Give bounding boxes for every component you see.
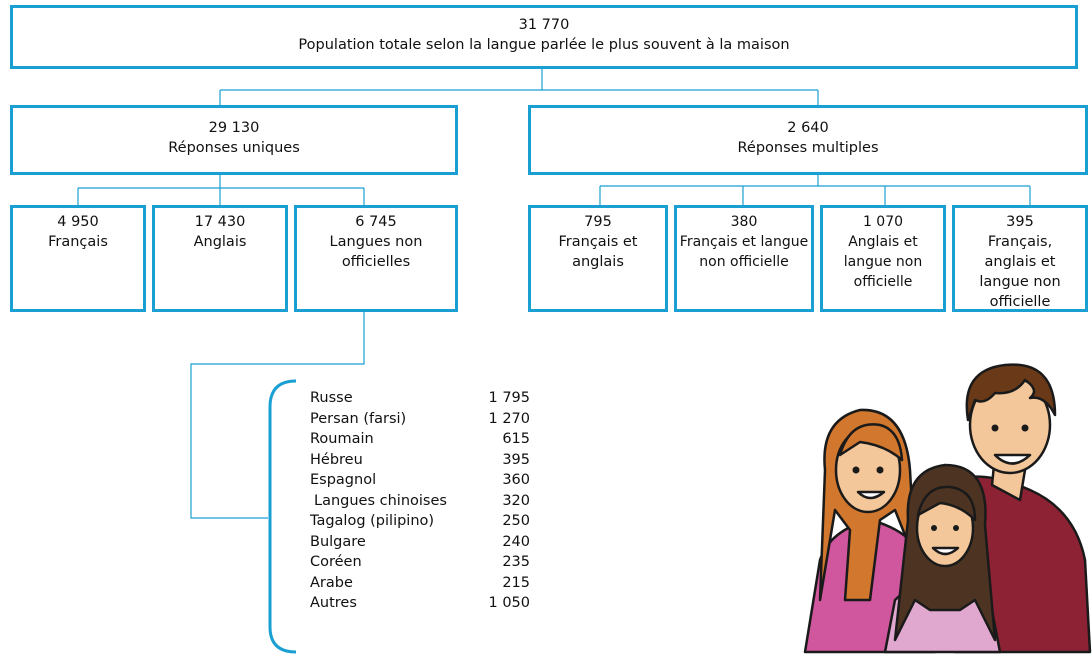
single-item-francais: 4 950 Français — [10, 205, 146, 312]
list-item: Langues chinoises 320 — [310, 491, 530, 512]
language-name: Espagnol — [310, 472, 377, 488]
multiple-value: 2 640 — [787, 120, 829, 136]
language-value: 1 795 — [488, 390, 530, 406]
single-label: Réponses uniques — [168, 140, 300, 156]
single-responses-box: 29 130 Réponses uniques — [10, 105, 458, 175]
single-item-anglais: 17 430 Anglais — [152, 205, 288, 312]
language-name: Bulgare — [310, 533, 366, 550]
multiple-item-francais-anglais-langue-non-officielle: 395 Français, anglais et langue non offi… — [952, 205, 1088, 312]
single-item-label: Langues non officielles — [329, 234, 423, 270]
multiple-item-francais-anglais: 795 Français et anglais — [528, 205, 668, 312]
language-name: Roumain — [310, 431, 374, 447]
language-value: 395 — [502, 451, 530, 468]
total-value: 31 770 — [518, 17, 570, 33]
list-item: Tagalog (pilipino) 250 — [310, 511, 530, 532]
total-box: 31 770 Population totale selon la langue… — [10, 5, 1078, 69]
list-item: Autres 1 050 — [310, 593, 530, 614]
language-value: 1 270 — [488, 410, 530, 427]
single-value: 29 130 — [208, 120, 260, 136]
single-item-langues-non-officielles: 6 745 Langues non officielles — [294, 205, 458, 312]
language-value: 235 — [502, 554, 530, 570]
multiple-item-value: 395 — [1006, 214, 1034, 230]
multiple-item-label: Français et langue non officielle — [679, 234, 809, 270]
multiple-item-value: 795 — [584, 214, 612, 230]
language-name: Persan (farsi) — [310, 410, 407, 427]
language-value: 320 — [502, 492, 530, 509]
language-list: Russe 1 795 Persan (farsi) 1 270 Roumain 61… — [310, 388, 530, 614]
multiple-item-anglais-langue-non-officielle: 1 070 Anglais et langue non officielle — [820, 205, 946, 312]
multiple-item-francais-langue-non-officielle: 380 Français et langue non officielle — [674, 205, 814, 312]
list-item: Russe 1 795 — [310, 388, 530, 409]
list-item: Hébreu 395 — [310, 450, 530, 471]
multiple-label: Réponses multiples — [737, 140, 879, 156]
multiple-item-label: Français et anglais — [558, 234, 638, 270]
multiple-responses-box: 2 640 Réponses multiples — [528, 105, 1088, 175]
multiple-item-label: Français, anglais et langue non officiel… — [979, 234, 1061, 310]
language-value: 615 — [502, 431, 530, 447]
list-item: Espagnol 360 — [310, 470, 530, 491]
list-item: Persan (farsi) 1 270 — [310, 409, 530, 430]
language-value: 360 — [502, 472, 530, 488]
multiple-item-label: Anglais et langue non officielle — [843, 234, 923, 290]
list-bracket — [268, 379, 297, 654]
language-name: Russe — [310, 390, 353, 406]
list-item: Coréen 235 — [310, 552, 530, 573]
list-item: Roumain 615 — [310, 429, 530, 450]
list-item: Bulgare 240 — [310, 532, 530, 553]
single-item-label: Anglais — [193, 234, 247, 250]
single-item-value: 6 745 — [355, 214, 397, 230]
single-item-value: 17 430 — [194, 214, 246, 230]
total-label: Population totale selon la langue parlée… — [298, 37, 790, 53]
language-name: Autres — [310, 595, 357, 611]
language-value: 1 050 — [488, 595, 530, 611]
language-name: Arabe — [310, 574, 353, 591]
multiple-item-value: 1 070 — [862, 214, 904, 230]
multiple-item-value: 380 — [730, 214, 758, 230]
language-value: 250 — [502, 513, 530, 529]
single-item-label: Français — [48, 234, 108, 250]
list-item: Arabe 215 — [310, 573, 530, 594]
language-name: Hébreu — [310, 451, 363, 468]
language-value: 240 — [502, 533, 530, 550]
language-value: 215 — [502, 574, 530, 591]
language-name: Coréen — [310, 554, 362, 570]
language-name: Langues chinoises — [314, 492, 447, 509]
single-item-value: 4 950 — [57, 214, 99, 230]
language-name: Tagalog (pilipino) — [310, 513, 435, 529]
